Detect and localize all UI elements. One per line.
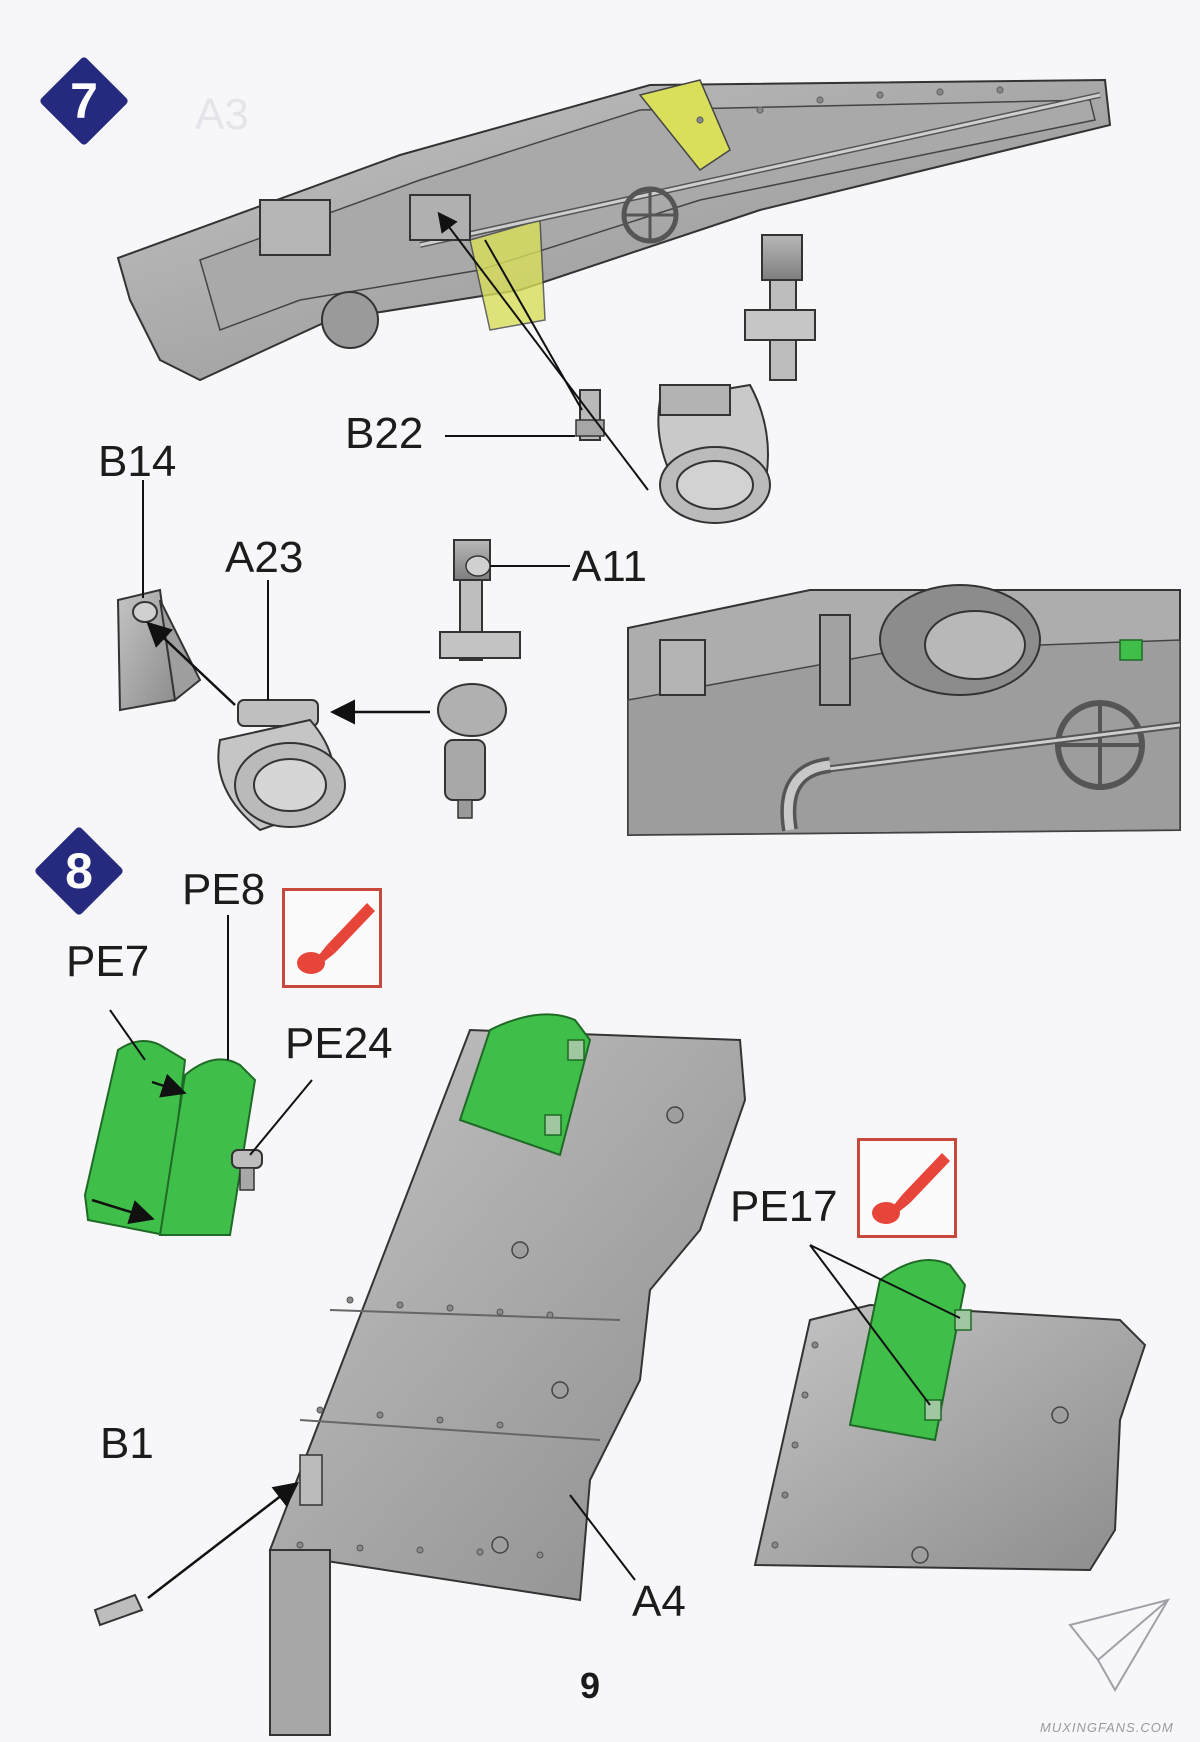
part-b22 bbox=[575, 389, 605, 441]
paint-brush-icon bbox=[872, 1153, 950, 1224]
page-number: 9 bbox=[580, 1665, 601, 1706]
paint-instruction-box-1 bbox=[282, 888, 382, 988]
label-b22: B22 bbox=[345, 409, 424, 458]
inset-detail-view bbox=[627, 584, 1181, 837]
part-pe8 bbox=[158, 1058, 257, 1236]
part-pe17 bbox=[809, 1244, 972, 1442]
step-7-badge: 7 bbox=[38, 55, 130, 147]
part-b1 bbox=[93, 1481, 299, 1627]
part-a11 bbox=[330, 539, 570, 819]
label-a11: A11 bbox=[572, 542, 648, 591]
label-a23: A23 bbox=[225, 533, 304, 582]
label-pe17: PE17 bbox=[730, 1182, 838, 1231]
detail-panel-pe17 bbox=[753, 1303, 1147, 1572]
step-8-badge: 8 bbox=[33, 825, 125, 917]
part-a23 bbox=[146, 580, 346, 832]
paint-brush-icon bbox=[297, 903, 375, 974]
label-b14: B14 bbox=[98, 437, 177, 486]
label-a4: A4 bbox=[632, 1577, 686, 1626]
searchlight-assembled bbox=[657, 234, 816, 524]
part-a4 bbox=[268, 1013, 747, 1736]
watermark-text: MUXINGFANS.COM bbox=[1040, 1720, 1174, 1735]
paper-plane-logo-icon bbox=[1068, 1598, 1171, 1692]
chassis-frame bbox=[116, 78, 1112, 382]
label-pe8: PE8 bbox=[182, 865, 266, 914]
label-pe7: PE7 bbox=[66, 937, 150, 986]
part-pe24 bbox=[231, 1149, 263, 1191]
label-pe24: PE24 bbox=[285, 1019, 393, 1068]
paint-instruction-box-2 bbox=[857, 1138, 957, 1238]
label-b1: B1 bbox=[100, 1419, 154, 1468]
part-b14 bbox=[116, 480, 202, 712]
